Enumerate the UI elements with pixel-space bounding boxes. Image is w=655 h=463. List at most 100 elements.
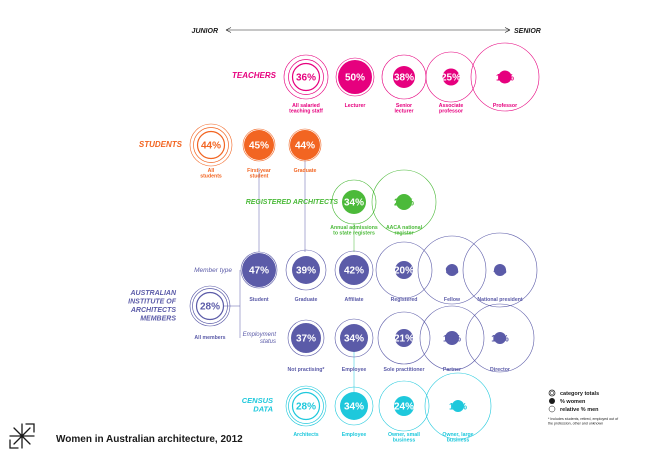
node-fellow: 9%Fellow (417, 235, 487, 305)
women-circle (340, 392, 368, 420)
men-circle (189, 285, 231, 327)
men-circle (470, 42, 540, 112)
legend-men: relative % men (560, 407, 599, 413)
women-circle (446, 264, 458, 276)
legend: category totals % women relative % men *… (548, 389, 618, 426)
women-circle (292, 256, 320, 284)
legend-men-icon (548, 405, 556, 413)
node-student: 47% Student (240, 251, 278, 303)
women-circle (340, 324, 368, 352)
axis-arrow-right-icon (504, 27, 511, 33)
men-circle (287, 319, 325, 357)
category-label: Director (490, 367, 510, 373)
total-ring (192, 288, 228, 324)
node-graduate: 39%Graduate (285, 249, 327, 303)
women-circle (452, 400, 464, 412)
students-title: STUDENTS (139, 140, 183, 149)
node-director: 11% Director (465, 303, 535, 373)
node-professor: 12% Professor (470, 42, 540, 112)
value-label: 24% (394, 402, 414, 413)
value-label: 14% (443, 334, 461, 344)
category-label: Architects (293, 432, 318, 438)
value-label: 38% (394, 73, 414, 84)
node-architects: 28%Architects (285, 385, 327, 438)
node-lecturer: 50% Lecturer (335, 57, 375, 109)
women-circle (395, 329, 413, 347)
men-circle (283, 54, 329, 100)
category-label: Not practising* (288, 367, 326, 373)
node-registered: 20% Registered (375, 241, 433, 303)
category-label: Student (249, 297, 269, 303)
category-label: All members (194, 335, 225, 341)
legend-category-totals: category totals (560, 391, 599, 397)
logo-icon (9, 423, 35, 449)
category-label: Partner (443, 367, 461, 373)
women-circle (196, 130, 226, 160)
men-circle (331, 179, 377, 225)
node-employee: 34%Employee (334, 318, 374, 373)
women-circle (494, 332, 506, 344)
category-label: Registered (391, 297, 418, 303)
women-circle (291, 62, 321, 92)
women-circle (393, 66, 415, 88)
total-ring (193, 127, 229, 163)
value-label: 50% (345, 73, 365, 84)
men-circle (288, 128, 322, 162)
value-label: 44% (295, 141, 315, 152)
node-employee: 34%Employee (334, 386, 374, 438)
category-label: Affiliate (344, 297, 363, 303)
connectors (220, 160, 355, 392)
legend-category-totals-inner-icon (549, 390, 555, 396)
women-circle (339, 255, 369, 285)
women-circle (195, 291, 225, 321)
member-type-group: 47%Student39%Graduate42%Affiliate20%Regi… (240, 232, 538, 308)
category-label: Employee (342, 367, 367, 373)
men-circle (285, 249, 327, 291)
men-circle (242, 128, 276, 162)
men-circle (425, 51, 477, 103)
value-label: 47% (249, 266, 269, 277)
women-circle (244, 130, 274, 160)
value-label: 20% (394, 266, 414, 277)
total-ring (288, 59, 324, 95)
axis-arrow-left-icon (225, 27, 232, 33)
women-circle (498, 70, 512, 84)
group-titles: TEACHERS STUDENTS REGISTERED ARCHITECTS … (128, 71, 338, 414)
men-circle (334, 318, 374, 358)
value-label: 4% (493, 266, 506, 276)
value-label: 28% (200, 302, 220, 313)
category-label: Fellow (444, 297, 461, 303)
category-label: Lecturer (345, 103, 366, 109)
men-circle (462, 232, 538, 308)
value-label: 34% (344, 198, 364, 209)
men-circle (335, 57, 375, 97)
category-label: Employee (342, 432, 367, 438)
women-circle (291, 391, 321, 421)
men-circle (424, 372, 492, 440)
value-label: 11% (491, 334, 509, 344)
women-circle (342, 190, 366, 214)
men-circle (334, 386, 374, 426)
men-circle (419, 305, 485, 371)
women-circle (396, 194, 412, 210)
women-circle (290, 130, 320, 160)
category-label: Professor (493, 103, 517, 109)
value-label: 12% (496, 73, 514, 83)
men-circle (189, 123, 233, 167)
legend-category-totals-icon (548, 389, 556, 397)
category-label: Graduate (294, 168, 317, 174)
